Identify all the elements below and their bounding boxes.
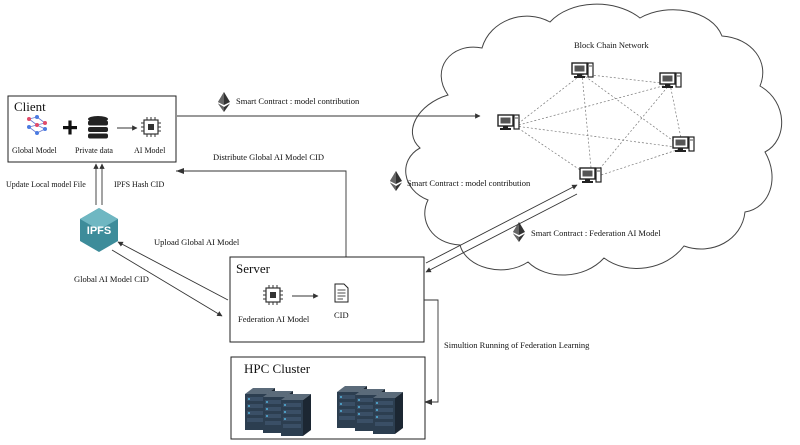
arrowhead-hpc	[424, 399, 432, 405]
arrow-global-cid	[111, 249, 223, 317]
simulation-label: Simultion Running of Federation Learning	[444, 340, 590, 350]
client-ai-model-label: AI Model	[134, 146, 166, 155]
arrow-blockchain-to-server	[425, 193, 578, 273]
chip-icon	[140, 116, 162, 138]
arrow-server-to-blockchain	[425, 184, 578, 264]
arrow-upload-global	[117, 241, 229, 301]
neural-network-icon	[27, 115, 47, 135]
arrowhead-distribute	[176, 168, 184, 174]
plus-icon	[63, 120, 77, 135]
server-rack-icon	[281, 394, 311, 436]
network-mesh	[514, 73, 684, 179]
ethereum-icon	[390, 171, 402, 191]
federation-model-label: Federation AI Model	[238, 314, 310, 324]
distribute-label: Distribute Global AI Model CID	[213, 152, 324, 162]
server-title: Server	[236, 261, 271, 276]
ipfs-logo-text: IPFS	[87, 225, 111, 237]
update-local-label: Update Local model File	[6, 180, 86, 189]
hpc-title: HPC Cluster	[244, 361, 311, 376]
arrow-server-to-hpc	[424, 299, 439, 403]
ipfs-logo-icon	[80, 208, 118, 252]
server-box	[229, 256, 425, 343]
document-icon	[334, 283, 349, 303]
client-private-data-label: Private data	[75, 146, 113, 155]
contract-mid-label: Smart Contract : model contribution	[407, 178, 531, 188]
upload-global-label: Upload Global AI Model	[154, 237, 240, 247]
global-cid-label: Global AI Model CID	[74, 274, 149, 284]
arrow-distribute-cid	[176, 170, 347, 282]
contract-top-label: Smart Contract : model contribution	[236, 96, 360, 106]
chip-icon	[262, 284, 284, 306]
database-icon	[88, 116, 108, 139]
client-title: Client	[14, 99, 46, 114]
blockchain-title: Block Chain Network	[574, 40, 649, 50]
ipfs-hash-label: IPFS Hash CID	[114, 180, 164, 189]
contract-fed-label: Smart Contract : Federation AI Model	[531, 228, 661, 238]
server-cid-label: CID	[334, 310, 349, 320]
client-global-model-label: Global Model	[12, 146, 57, 155]
blockchain-cloud	[405, 3, 783, 276]
server-rack-icon	[373, 392, 403, 434]
ethereum-icon	[218, 92, 230, 112]
